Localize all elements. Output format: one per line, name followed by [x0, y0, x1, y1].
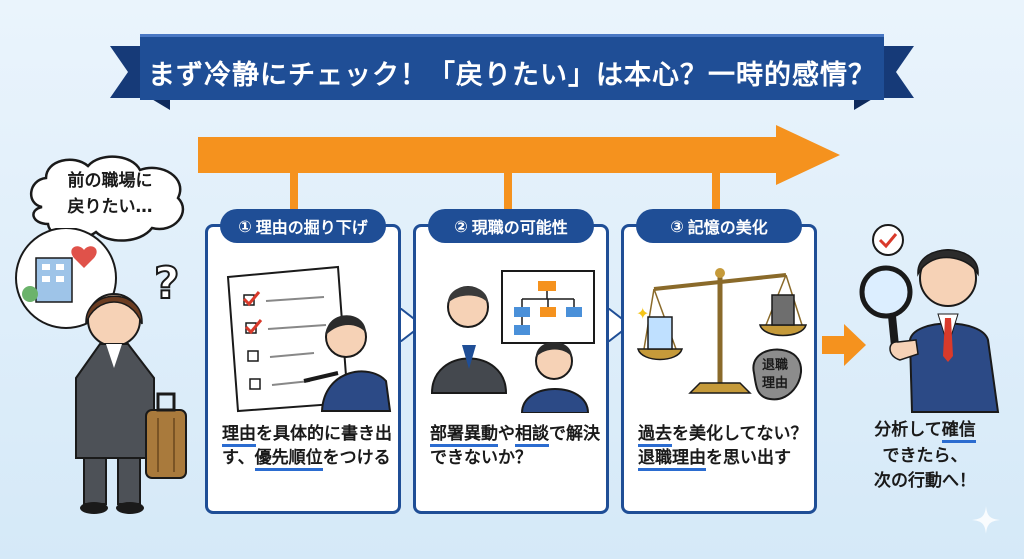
result-text-a: 分析して	[874, 420, 942, 440]
result-line-3: 次の行動へ！	[874, 471, 976, 491]
heart-icon	[71, 246, 97, 268]
step-1-keyword-reason: 理由	[222, 424, 256, 447]
chevron-right-icon	[400, 308, 422, 342]
sparkle-icon	[972, 506, 1000, 534]
step-1-number: ①	[238, 216, 252, 236]
step-2-text-a: や	[498, 424, 515, 444]
bubble-line-1: 前の職場に	[67, 171, 153, 191]
worried-woman-illustration: ?	[15, 228, 187, 514]
step-3-text-b: を思い出す	[706, 447, 791, 468]
step-2-description: 部署異動や相談で解決できないか？	[430, 423, 600, 471]
step-2-tab: ② 現職の可能性	[428, 209, 594, 243]
confident-man-illustration	[859, 224, 1000, 413]
step-3-text-a: を美化してない？	[672, 424, 808, 444]
gray-building-icon	[771, 294, 795, 326]
step-2-text-b: で解決できないか？	[430, 424, 600, 468]
step-2-title: 現職の可能性	[471, 218, 568, 237]
bubble-line-2: 戻りたい…	[67, 197, 153, 218]
pen-icon	[303, 371, 339, 383]
check-badge-icon	[872, 224, 904, 256]
step-1-title: 理由の掘り下げ	[255, 218, 368, 237]
arrow-right-icon	[822, 324, 866, 366]
flow-arrow	[198, 125, 840, 227]
bubble-text: 前の職場に 戻りたい…	[40, 168, 180, 221]
step-3-title: 記憶の美化	[687, 218, 768, 237]
step-card-3: ③ 記憶の美化 ✦ 退職 理由 過去を美化してない？退職理由を思い出す	[621, 209, 817, 514]
step-2-keyword-transfer: 部署異動	[430, 424, 498, 447]
ribbon-shape	[110, 34, 914, 110]
building-icon	[35, 257, 73, 303]
magnifier-icon	[859, 265, 913, 319]
step-3-keyword-past: 過去	[638, 424, 672, 447]
result-line-1: 分析して確信	[840, 418, 1010, 444]
consultation-illustration	[430, 270, 595, 413]
page-title: まず冷静にチェック！「戻りたい」は本心？一時的感情？	[148, 59, 876, 91]
rock-label-2: 理由	[762, 375, 788, 391]
step-1-text-a: を具体的に書き出す、	[222, 424, 392, 468]
step-card-1: ① 理由の掘り下げ 理由を具体的に書き出す、優先順位をつける	[205, 209, 401, 514]
step-2-number: ②	[454, 216, 468, 236]
check-mark-icon	[244, 319, 263, 335]
step-1-text-b: をつける	[322, 447, 391, 468]
title-banner: まず冷静にチェック！「戻りたい」は本心？一時的感情？	[110, 32, 914, 112]
step-2-keyword-consult: 相談	[515, 424, 549, 447]
checklist-writing-illustration	[226, 265, 392, 413]
rock-label-1: 退職	[762, 357, 788, 373]
balance-scale-illustration: ✦ 退職 理由	[636, 268, 807, 401]
shiny-building-icon	[647, 316, 673, 350]
rock-icon	[752, 348, 803, 401]
result-keyword-confidence: 確信	[941, 420, 976, 443]
check-mark-icon	[242, 291, 261, 307]
step-3-number: ③	[670, 216, 684, 236]
svg-text:✦: ✦	[636, 304, 649, 323]
step-3-keyword-reason: 退職理由	[638, 447, 706, 471]
step-3-description: 過去を美化してない？ 退職理由を思い出す	[638, 423, 808, 471]
question-mark-icon: ?	[154, 258, 180, 309]
step-card-2: ② 現職の可能性 部署異動や相談で解決できないか？	[413, 209, 609, 514]
result-line-2: できたら、	[882, 445, 968, 466]
step-1-description: 理由を具体的に書き出す、優先順位をつける	[222, 423, 392, 471]
speech-bubble: 前の職場に 戻りたい…	[22, 152, 192, 247]
chevron-right-icon	[608, 308, 630, 342]
step-1-keyword-priority: 優先順位	[254, 447, 323, 471]
step-1-tab: ① 理由の掘り下げ	[220, 209, 386, 243]
result-message: 分析して確信 できたら、 次の行動へ！	[840, 418, 1010, 495]
step-3-tab: ③ 記憶の美化	[636, 209, 802, 243]
suitcase-icon	[145, 409, 187, 479]
